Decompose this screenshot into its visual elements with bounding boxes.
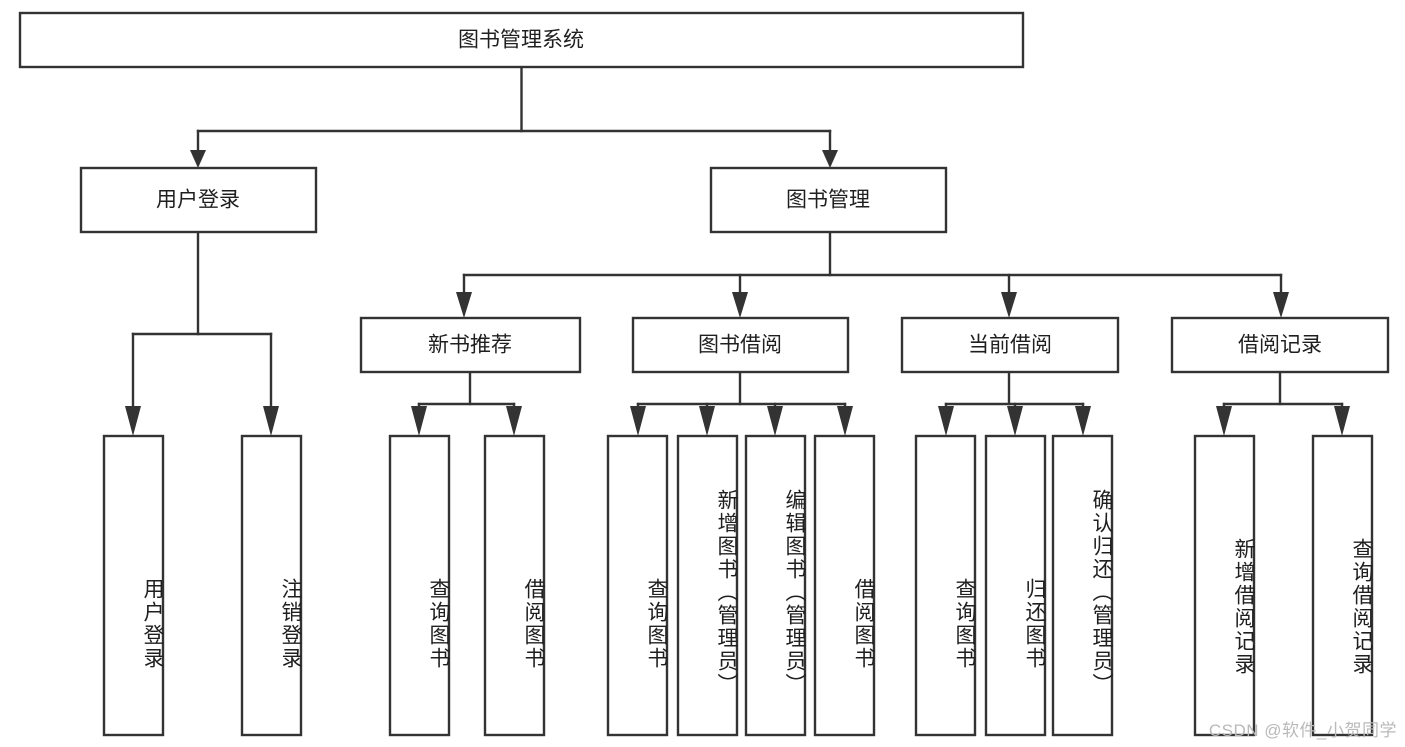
arrowhead-leaf-user-login — [125, 406, 141, 436]
node-root-box[interactable] — [18, 11, 1025, 69]
arrowhead-leaf-logout — [263, 406, 279, 436]
node-new-book-recommend-label: 新书推荐 — [428, 334, 512, 357]
node-borrow-record-label: 借阅记录 — [1238, 334, 1322, 357]
arrowhead-bookborrow-leaf-4 — [837, 406, 853, 436]
node-root-label: 图书管理系统 — [458, 29, 584, 52]
node-borrow-record-box[interactable] — [1170, 316, 1390, 374]
arrowhead-new-book — [456, 292, 472, 318]
node-leaf-bb-add-box[interactable] — [676, 434, 739, 737]
arrowhead-borrow-record — [1273, 292, 1289, 318]
node-user-login-box[interactable] — [79, 166, 318, 234]
arrowhead-user-login — [190, 150, 206, 168]
arrowhead-newbook-leaf-1 — [411, 406, 427, 436]
node-leaf-cb-query-box[interactable] — [914, 434, 977, 737]
arrowhead-bookborrow-leaf-2 — [699, 406, 715, 436]
node-book-borrow-label: 图书借阅 — [698, 334, 782, 357]
connector-layer — [125, 65, 1350, 436]
node-user-login-label: 用户登录 — [156, 189, 240, 212]
node-new-book-recommend-box[interactable] — [359, 316, 582, 374]
node-leaf-newbook-query-box[interactable] — [388, 434, 451, 737]
node-current-borrow-label: 当前借阅 — [968, 334, 1052, 357]
csdn-watermark: CSDN @软件_小贺同学 — [1208, 721, 1397, 740]
node-book-manage-box[interactable] — [709, 166, 948, 234]
node-leaf-bb-edit-box[interactable] — [744, 434, 807, 737]
node-leaf-user-login-box[interactable] — [102, 434, 165, 737]
arrowhead-newbook-leaf-2 — [506, 406, 522, 436]
arrowhead-bookborrow-leaf-1 — [630, 406, 646, 436]
arrowhead-currentborrow-leaf-1 — [938, 406, 954, 436]
arrowhead-currentborrow-leaf-3 — [1075, 406, 1091, 436]
node-layer: 图书管理系统 用户登录 图书管理 新书推荐 图书借阅 当前借阅 借阅记录 — [18, 11, 1390, 737]
arrowhead-currentborrow-leaf-2 — [1007, 406, 1023, 436]
node-leaf-br-query-box[interactable] — [1311, 434, 1374, 737]
arrowhead-bookborrow-leaf-3 — [767, 406, 783, 436]
arrowhead-borrowrecord-leaf-2 — [1334, 406, 1350, 436]
node-book-borrow-box[interactable] — [631, 316, 850, 374]
arrowhead-borrowrecord-leaf-1 — [1216, 406, 1232, 436]
arrowhead-book-borrow — [732, 292, 748, 318]
node-leaf-cb-return-box[interactable] — [984, 434, 1047, 737]
node-leaf-bb-query-box[interactable] — [606, 434, 669, 737]
node-leaf-bb-borrow-box[interactable] — [813, 434, 876, 737]
node-book-manage-label: 图书管理 — [786, 189, 870, 212]
arrowhead-book-manage — [822, 150, 838, 168]
node-leaf-br-add-box[interactable] — [1193, 434, 1256, 737]
node-leaf-logout-box[interactable] — [240, 434, 303, 737]
node-current-borrow-box[interactable] — [900, 316, 1120, 374]
node-leaf-newbook-borrow-box[interactable] — [483, 434, 546, 737]
arrowhead-current-borrow — [1001, 292, 1017, 318]
node-leaf-cb-confirm-box[interactable] — [1051, 434, 1114, 737]
